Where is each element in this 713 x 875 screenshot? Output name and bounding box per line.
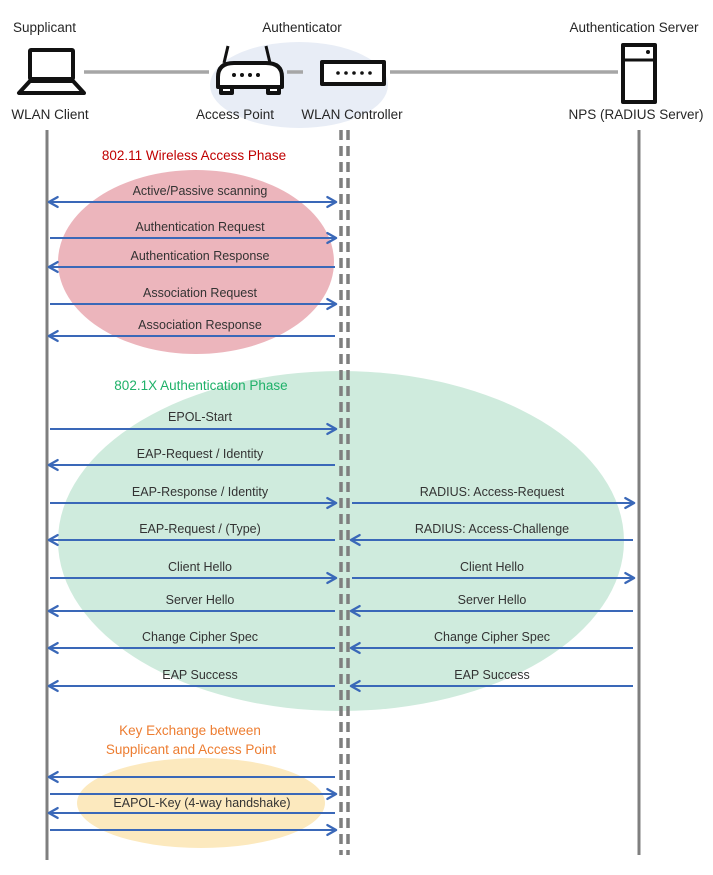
message-label: RADIUS: Access-Challenge	[415, 522, 569, 536]
message-label: Change Cipher Spec	[142, 630, 258, 644]
message-label: Client Hello	[168, 560, 232, 574]
phase1-ellipse	[58, 170, 334, 354]
message-label: Authentication Response	[131, 249, 270, 263]
role-supplicant: Supplicant	[13, 20, 76, 35]
message-label: EAP Success	[454, 668, 530, 682]
message-label: Authentication Request	[135, 220, 265, 234]
phase2-title: 802.1X Authentication Phase	[114, 378, 287, 393]
device-wlan-client: WLAN Client	[11, 107, 89, 122]
device-nps-server: NPS (RADIUS Server)	[568, 107, 703, 122]
role-auth-server: Authentication Server	[569, 20, 699, 35]
message-label: Client Hello	[460, 560, 524, 574]
phase3-title-line2: Supplicant and Access Point	[106, 742, 277, 757]
role-authenticator: Authenticator	[262, 20, 342, 35]
message-label: EPOL-Start	[168, 410, 232, 424]
phase3-title-line1: Key Exchange between	[119, 723, 261, 738]
message-label: Association Response	[138, 318, 262, 332]
message-label: EAPOL-Key (4-way handshake)	[113, 796, 290, 810]
access-point-icon	[216, 45, 284, 95]
message-label: Server Hello	[458, 593, 527, 607]
message-label: Active/Passive scanning	[133, 184, 268, 198]
wlan-controller-icon	[320, 60, 386, 86]
radius-server-icon	[621, 43, 657, 104]
phase2-ellipse	[58, 371, 624, 711]
message-label: EAP Success	[162, 668, 238, 682]
message-label: Server Hello	[166, 593, 235, 607]
message-label: EAP-Request / Identity	[137, 447, 264, 461]
wlan-client-icon	[17, 48, 86, 95]
message-label: EAP-Response / Identity	[132, 485, 269, 499]
device-wlan-controller: WLAN Controller	[301, 107, 403, 122]
message-label: Change Cipher Spec	[434, 630, 550, 644]
phase1-title: 802.11 Wireless Access Phase	[102, 148, 286, 163]
device-access-point: Access Point	[196, 107, 274, 122]
message-label: RADIUS: Access-Request	[420, 485, 565, 499]
message-label: EAP-Request / (Type)	[139, 522, 261, 536]
message-label: Association Request	[143, 286, 257, 300]
phase3-ellipse	[77, 758, 325, 848]
